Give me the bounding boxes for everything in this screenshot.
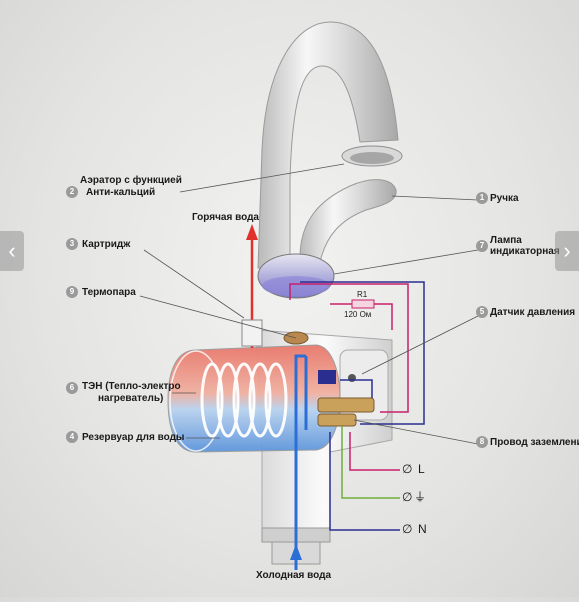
wire-ground — [341, 426, 400, 499]
terminal-ground-icon: ⏚ — [414, 490, 427, 504]
terminal-symbol-l: ∅ — [402, 462, 413, 476]
callout-6: 6 — [66, 382, 78, 394]
label-hot-water: Горячая вода — [192, 212, 259, 223]
handle — [299, 179, 397, 263]
next-image-button[interactable]: › — [555, 231, 579, 271]
terminal-block — [317, 397, 375, 413]
callout-4: 4 — [66, 431, 78, 443]
hot-water-arrow — [246, 224, 258, 240]
callout-8: 8 — [476, 436, 488, 448]
label-handle: Ручка — [490, 193, 519, 204]
resistor-value: 120 Ом — [344, 310, 372, 319]
callout-7: 7 — [476, 240, 488, 252]
pressure-sensor — [318, 370, 336, 384]
callout-5: 5 — [476, 306, 488, 318]
label-cold-water: Холодная вода — [256, 570, 332, 581]
label-heater-line2: нагреватель) — [98, 393, 164, 404]
label-reservoir: Резервуар для воды — [82, 432, 185, 443]
label-aerator-line2: Анти-кальций — [86, 187, 156, 198]
callout-3: 3 — [66, 238, 78, 250]
cold-water-pipe — [294, 354, 306, 570]
label-ground-wire: Провод заземления — [490, 437, 579, 448]
leader-lines — [139, 163, 479, 445]
terminal-symbol-ground: ∅ — [402, 490, 413, 504]
spout — [257, 21, 399, 269]
label-pressure-sensor: Датчик давления — [490, 307, 576, 318]
cartridge — [241, 319, 263, 347]
callout-9: 9 — [66, 286, 78, 298]
label-heater-line1: ТЭН (Тепло-электро — [82, 381, 181, 392]
terminal-line: L — [418, 462, 425, 476]
label-lamp-line2: индикаторная — [490, 246, 560, 257]
callout-1: 1 — [476, 192, 488, 204]
terminal-symbol-n: ∅ — [402, 522, 413, 536]
label-aerator-line1: Аэратор с функцией — [80, 175, 182, 186]
previous-image-button[interactable]: ‹ — [0, 231, 24, 271]
cold-water-arrow — [290, 544, 302, 560]
wire-neutral — [300, 281, 425, 531]
callout-2: 2 — [66, 186, 78, 198]
resistor-r1 — [351, 299, 375, 309]
resistor-name: R1 — [357, 290, 368, 299]
terminal-neutral: N — [418, 522, 427, 536]
wire-line — [289, 283, 409, 471]
label-thermocouple: Термопара — [82, 287, 136, 298]
label-cartridge: Картридж — [82, 239, 131, 250]
label-lamp-line1: Лампа — [490, 235, 522, 246]
heating-element-coil — [200, 362, 288, 438]
